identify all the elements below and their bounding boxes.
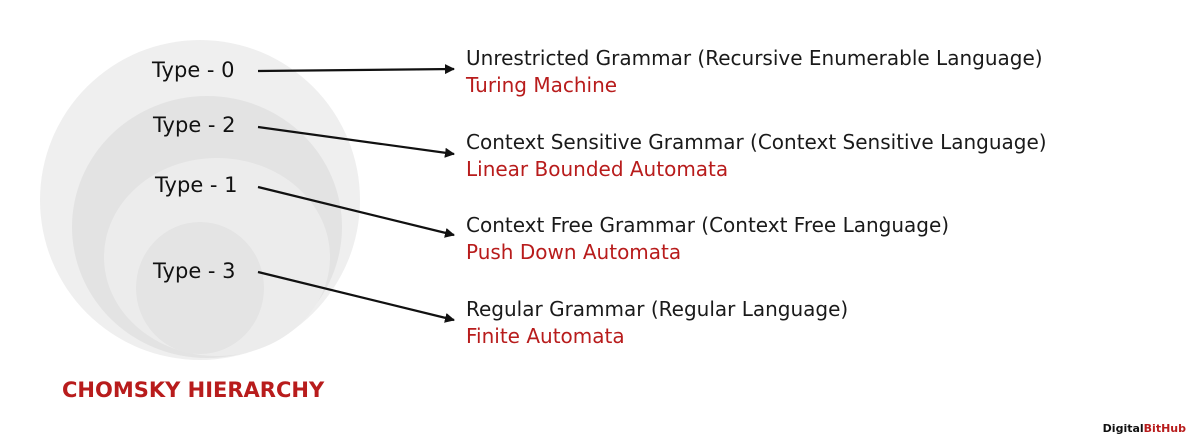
grammar-type-0: Unrestricted Grammar (Recursive Enumerab…	[466, 46, 1043, 70]
brand-part-2: BitHub	[1143, 422, 1186, 435]
diagram-title: CHOMSKY HIERARCHY	[62, 378, 325, 402]
arrow-type-2	[257, 125, 455, 158]
brand-part-1: Digital	[1102, 422, 1144, 435]
entry-type-2: Context Sensitive Grammar (Context Sensi…	[466, 129, 1047, 183]
type-3-label: Type - 3	[153, 259, 236, 283]
brand-logo: DigitalBitHub	[1103, 422, 1186, 435]
grammar-type-3: Regular Grammar (Regular Language)	[466, 297, 849, 321]
entry-type-3: Regular Grammar (Regular Language) Finit…	[466, 296, 848, 350]
machine-type-2: Linear Bounded Automata	[466, 157, 729, 181]
entry-type-1: Context Free Grammar (Context Free Langu…	[466, 212, 949, 266]
grammar-type-2: Context Sensitive Grammar (Context Sensi…	[466, 130, 1047, 154]
type-0-label: Type - 0	[152, 58, 235, 82]
type-2-label: Type - 2	[153, 113, 236, 137]
machine-type-0: Turing Machine	[466, 73, 618, 97]
machine-type-1: Push Down Automata	[466, 240, 682, 264]
inner-circle-type-3	[136, 222, 264, 354]
arrow-type-0	[257, 64, 455, 75]
type-1-label: Type - 1	[155, 173, 238, 197]
entry-type-0: Unrestricted Grammar (Recursive Enumerab…	[466, 45, 1043, 99]
grammar-type-1: Context Free Grammar (Context Free Langu…	[466, 213, 950, 237]
arrow-type-3	[257, 270, 455, 323]
machine-type-3: Finite Automata	[466, 324, 625, 348]
arrow-type-1	[257, 185, 455, 238]
